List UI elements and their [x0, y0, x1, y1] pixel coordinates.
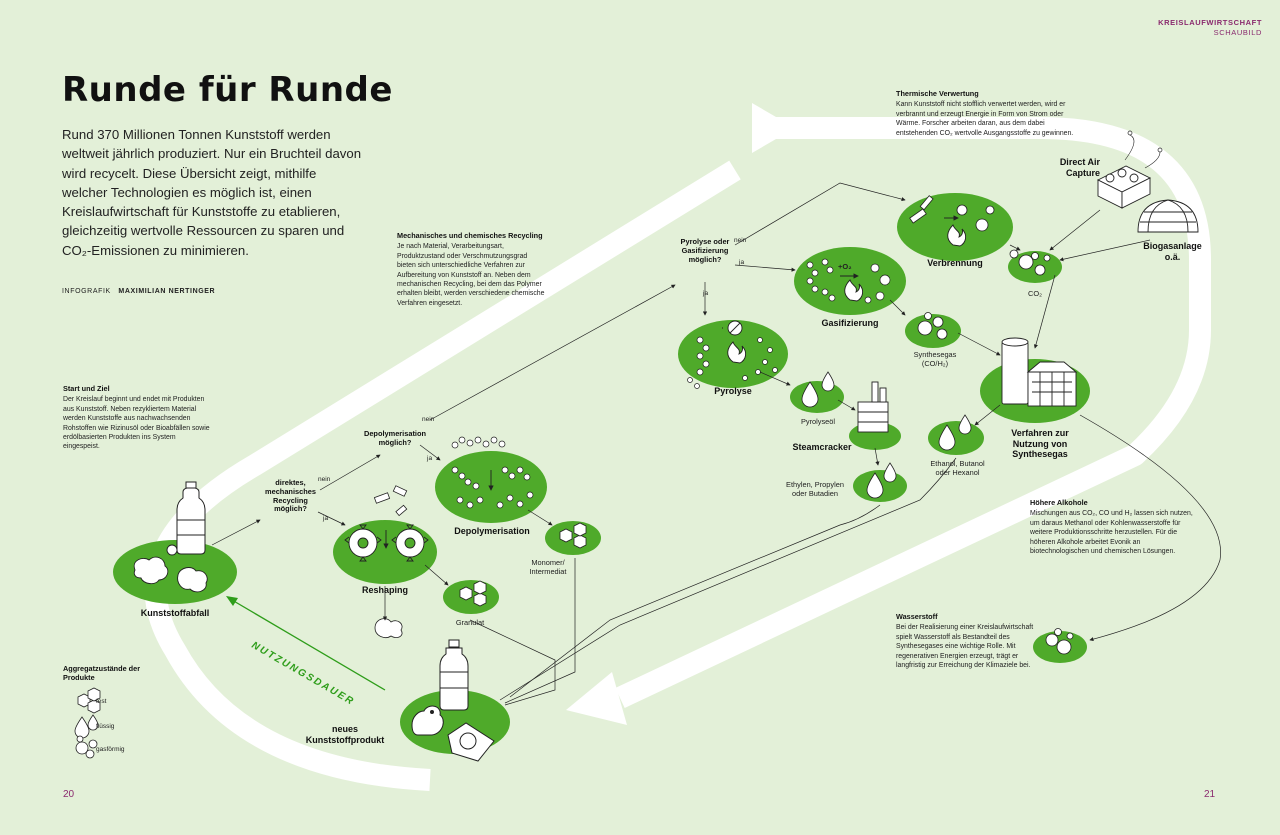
answer-ja-4: ja — [703, 290, 709, 297]
flame-icons — [727, 224, 967, 364]
label-pyrolyseoel: Pyrolyseöl — [800, 417, 836, 426]
answer-ja-1: ja — [323, 515, 329, 522]
plastic-flakes — [373, 195, 934, 517]
node-verbrennung — [897, 193, 1013, 261]
legend-gasfoermig: gasförmig — [96, 746, 125, 753]
new-product-icons — [411, 639, 495, 762]
label-pyrolyse: Pyrolyse — [714, 386, 752, 396]
box-hydrogen-heading: Wasserstoff — [896, 612, 938, 621]
question-depolymerisation: Depolymerisation möglich? — [363, 429, 427, 447]
answer-nein-1: nein — [318, 476, 331, 483]
liquid-droplets — [801, 371, 972, 499]
page-number-right: 21 — [1204, 789, 1216, 800]
label-verbrennung: Verbrennung — [927, 258, 983, 268]
legend-icons — [74, 687, 101, 759]
solid-hexagons — [459, 522, 587, 607]
steamcracker-plant-icon — [857, 381, 889, 433]
legend-fest: fest — [96, 698, 107, 705]
box-alcohols: Höhere Alkohole Mischungen aus CO₂, CO u… — [1030, 498, 1198, 556]
box-thermal-heading: Thermische Verwertung — [896, 89, 979, 98]
box-hydrogen-text: Bei der Realisierung einer Kreislaufwirt… — [896, 624, 1034, 670]
box-alcohols-text: Mischungen aus CO₂, CO und H₂ lassen sic… — [1030, 510, 1193, 556]
bottle-icon — [176, 481, 206, 555]
credit-line: INFOGRAFIK MAXIMILIAN NERTINGER — [62, 288, 215, 295]
air-capture-unit-icon — [1096, 165, 1152, 209]
waste-items-icon — [133, 544, 208, 593]
answer-ja-2: ja — [427, 455, 433, 462]
box-start-text: Der Kreislauf beginnt und endet mit Prod… — [63, 396, 210, 451]
credit-name: MAXIMILIAN NERTINGER — [118, 288, 216, 295]
label-gasifizierung: Gasifizierung — [821, 318, 879, 328]
page-title: Runde für Runde — [62, 70, 393, 110]
biogas-dome-icon — [1137, 199, 1199, 233]
label-kunststoffabfall: Kunststoffabfall — [140, 608, 210, 618]
label-ethylen: Ethylen, Propylen oder Butadien — [786, 480, 844, 498]
subsection-label: SCHAUBILD — [1213, 28, 1262, 37]
page-number-left: 20 — [63, 789, 75, 800]
label-reshaping: Reshaping — [361, 585, 408, 595]
process-arrows — [383, 215, 959, 549]
label-ethanol: Ethanol, Butanol oder Hexanol — [930, 459, 985, 477]
node-ethanol — [928, 421, 984, 455]
box-hydrogen: Wasserstoff Bei der Realisierung einer K… — [896, 612, 1036, 670]
track-arrowhead-top — [752, 103, 795, 153]
label-depolymerisation: Depolymerisation — [454, 526, 530, 536]
label-synthesegas: Synthesegas (CO/H₂) — [913, 350, 957, 368]
track-arrowhead-bottom — [566, 672, 627, 725]
answer-nein-2: nein — [422, 416, 435, 423]
label-co2: CO₂ — [1028, 289, 1042, 298]
box-thermal-text: Kann Kunststoff nicht stofflich verwerte… — [896, 101, 1074, 137]
box-recycling-text: Je nach Material, Verarbeitungsart, Prod… — [397, 243, 545, 307]
legend: Aggregatzustände der Produkte — [63, 664, 173, 685]
box-start-heading: Start und Ziel — [63, 384, 110, 393]
node-synthesegas — [905, 314, 961, 348]
box-thermal: Thermische Verwertung Kann Kunststoff ni… — [896, 89, 1081, 138]
box-start: Start und Ziel Der Kreislauf beginnt und… — [63, 384, 211, 452]
label-verfahren: Verfahren zur Nutzung von Synthesegas — [1011, 428, 1069, 459]
label-granulat: Granulat — [455, 618, 485, 627]
synthesegas-plant-icon — [1001, 337, 1078, 407]
credit-label: INFOGRAFIK — [62, 288, 111, 295]
label-dac: Direct Air Capture — [1059, 157, 1100, 178]
flow-lines — [211, 134, 1221, 706]
section-header: KREISLAUFWIRTSCHAFT SCHAUBILD — [1158, 18, 1262, 38]
intro-text: Rund 370 Millionen Tonnen Kunststoff wer… — [62, 127, 362, 258]
box-recycling-heading: Mechanisches und chemisches Recycling — [397, 231, 543, 240]
box-recycling: Mechanisches und chemisches Recycling Je… — [397, 231, 545, 308]
molecule-beads — [451, 258, 891, 509]
no-oxygen-icon — [727, 320, 743, 336]
label-o2: +O₂ — [838, 262, 852, 271]
legend-title: Aggregatzustände der Produkte — [63, 664, 141, 683]
question-mechanical: direktes, mechanisches Recycling möglich… — [265, 478, 316, 514]
answer-ja-3: ja — [739, 259, 745, 266]
legend-fluessig: flüssig — [96, 723, 115, 730]
label-steamcracker: Steamcracker — [792, 442, 852, 452]
question-pyrolyse: Pyrolyse oder Gasifizierung möglich? — [680, 237, 730, 264]
node-reshaping — [333, 520, 437, 584]
shredder-icons — [344, 524, 429, 562]
label-biogas: Biogasanlage o.ä. — [1143, 241, 1202, 262]
box-alcohols-heading: Höhere Alkohole — [1030, 498, 1088, 507]
recycled-flakes-icon — [374, 618, 403, 638]
node-monomer — [545, 521, 601, 555]
section-label: KREISLAUFWIRTSCHAFT — [1158, 18, 1262, 27]
answer-nein-3: nein — [734, 237, 747, 244]
label-neues: neues Kunststoffprodukt — [305, 724, 385, 745]
label-monomer: Monomer/ Intermediat — [529, 558, 567, 576]
